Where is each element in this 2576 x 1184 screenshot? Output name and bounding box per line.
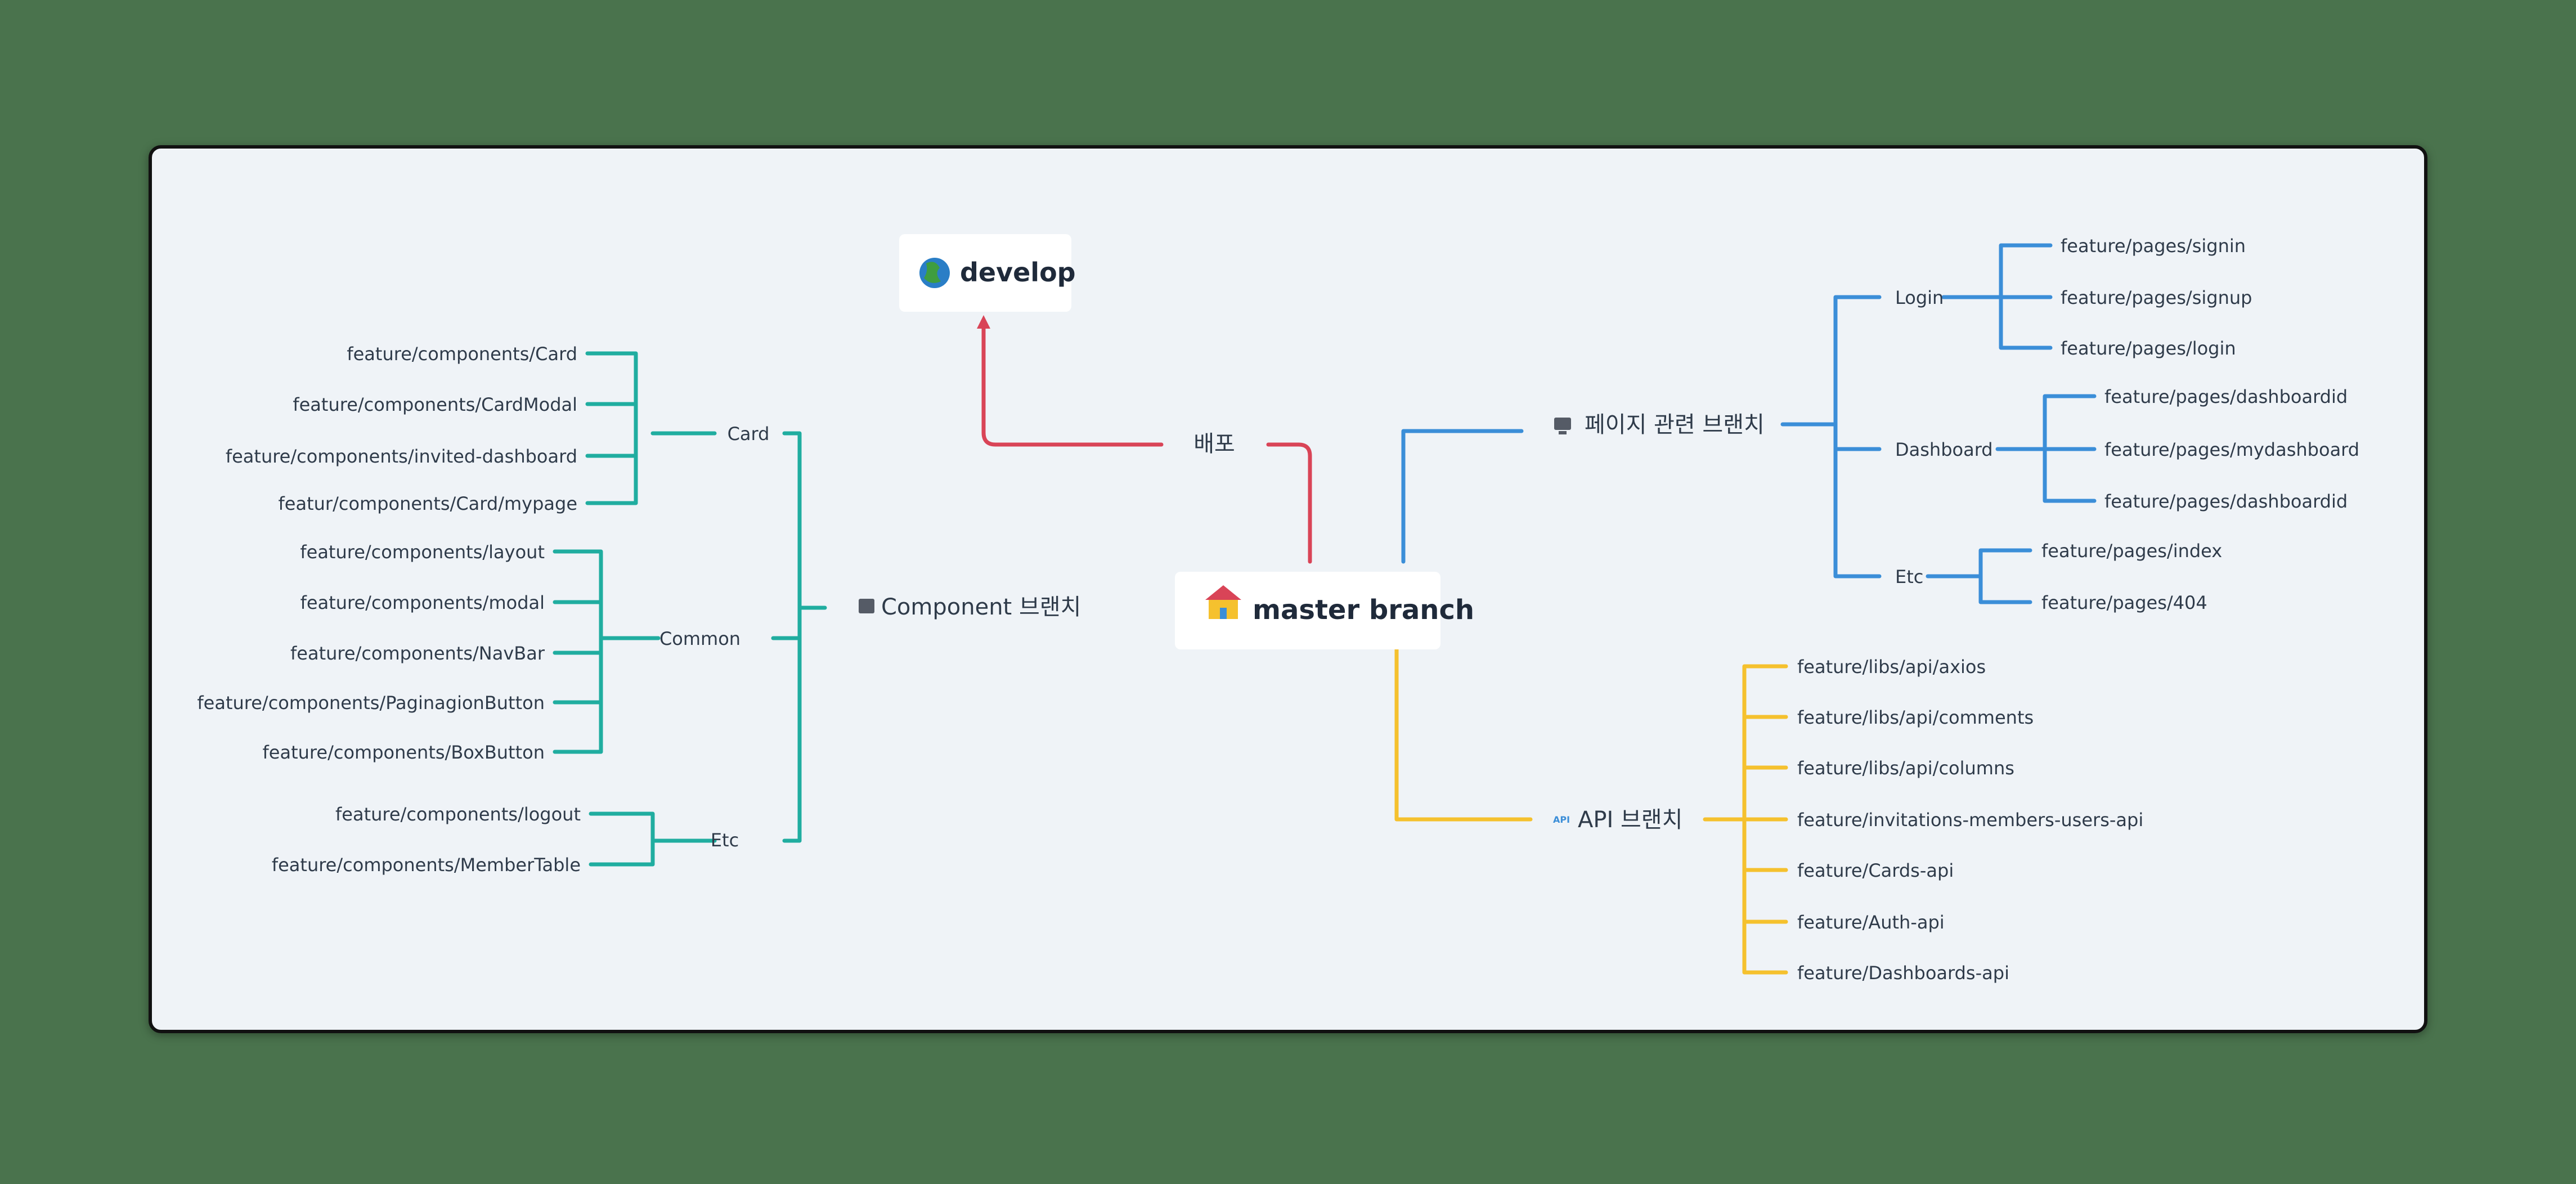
list-item[interactable]: feature/components/modal [300,592,545,613]
deploy-edge-upper [981,324,1164,447]
list-item[interactable]: feature/Dashboards-api [1797,962,2009,984]
puzzle-icon [859,599,874,613]
group-common-label[interactable]: Common [659,628,741,649]
pages-edge [1401,429,1524,564]
group-card-label[interactable]: Card [728,423,770,445]
component-branch-label: Component 브랜치 [881,594,1081,620]
list-item[interactable]: feature/Cards-api [1797,860,1954,881]
list-item[interactable]: featur/components/Card/mypage [279,493,577,514]
component-branch-node[interactable]: Component 브랜치 [859,594,1081,620]
list-item[interactable]: feature/pages/404 [2041,592,2207,613]
common-group-edges [553,549,661,754]
api-edge [1394,647,1533,822]
group-dashboard-label[interactable]: Dashboard [1895,439,1993,460]
login-group-edges [1941,243,2053,350]
mindmap-canvas: develop 배포 master branch Component 브랜치 C… [149,145,2427,1033]
etc-group-edges [589,811,717,867]
list-item[interactable]: feature/components/invited-dashboard [226,446,577,467]
list-item[interactable]: feature/libs/api/comments [1797,707,2034,728]
root-node[interactable]: master branch [1175,572,1474,649]
list-item[interactable]: feature/Auth-api [1797,912,1945,933]
pages-branch-node[interactable]: 페이지 관련 브랜치 [1554,412,1765,438]
develop-label: develop [960,257,1076,288]
globe-icon [919,258,950,288]
card-group-edges [585,351,717,505]
list-item[interactable]: feature/components/Card [347,343,577,365]
list-item[interactable]: feature/components/BoxButton [263,742,545,763]
list-item[interactable]: feature/components/PaginagionButton [197,692,545,714]
list-item[interactable]: feature/components/NavBar [290,643,545,664]
etc-pages-group-edges [1926,548,2032,604]
list-item[interactable]: feature/pages/signup [2061,287,2252,308]
house-icon [1205,585,1241,619]
api-branch-node[interactable]: API API 브랜치 [1553,807,1682,833]
list-item[interactable]: feature/pages/mydashboard [2104,439,2359,460]
api-icon: API [1553,814,1570,825]
api-trunk [1703,664,1788,975]
list-item[interactable]: feature/components/MemberTable [272,854,581,876]
list-item[interactable]: feature/components/logout [335,804,581,825]
list-item[interactable]: feature/pages/login [2061,338,2236,359]
group-etc-label[interactable]: Etc [711,829,739,851]
component-trunk [771,431,827,843]
mindmap-diagram: develop 배포 master branch Component 브랜치 C… [197,234,2359,984]
list-item[interactable]: feature/libs/api/columns [1797,757,2014,779]
group-login-label[interactable]: Login [1895,287,1944,308]
deploy-arrowhead [977,315,990,329]
root-label: master branch [1253,594,1474,626]
pages-branch-label: 페이지 관련 브랜치 [1585,412,1765,438]
deploy-edge [1266,442,1312,564]
api-branch-label: API 브랜치 [1578,807,1682,833]
list-item[interactable]: feature/pages/signin [2061,235,2246,257]
deploy-edge-label: 배포 [1193,431,1235,457]
dashboard-group-edges [1995,394,2097,503]
list-item[interactable]: feature/pages/index [2041,540,2222,562]
pages-trunk [1780,295,1882,578]
group-pages-etc-label[interactable]: Etc [1895,566,1923,587]
list-item[interactable]: feature/components/layout [300,541,545,563]
list-item[interactable]: feature/invitations-members-users-api [1797,809,2143,831]
list-item[interactable]: feature/pages/dashboardid [2104,386,2348,407]
list-item[interactable]: feature/pages/dashboardid [2104,491,2348,512]
list-item[interactable]: feature/components/CardModal [293,394,577,415]
monitor-icon [1554,418,1571,434]
list-item[interactable]: feature/libs/api/axios [1797,656,1986,678]
develop-node[interactable]: develop [899,234,1076,312]
